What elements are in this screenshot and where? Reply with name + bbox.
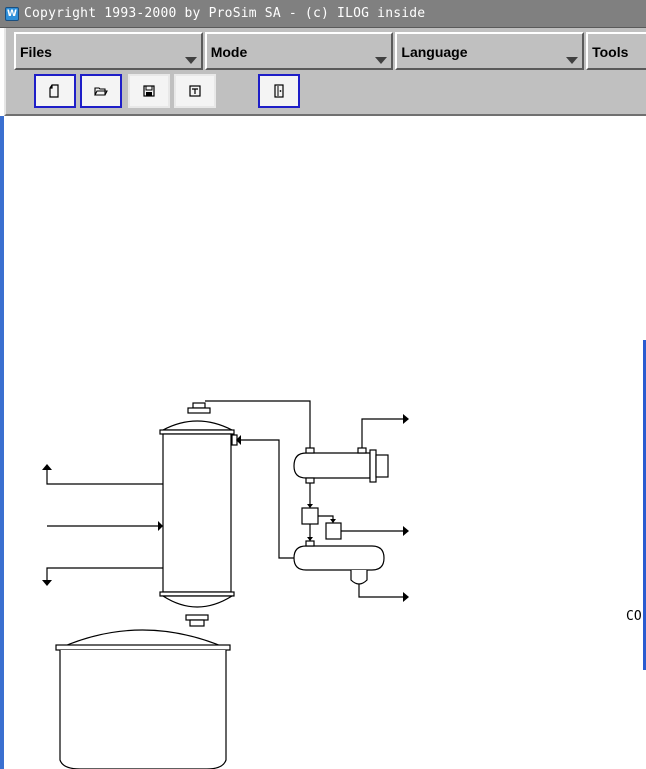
toolbar bbox=[6, 72, 646, 112]
left-window-edge bbox=[0, 116, 4, 769]
condenser[interactable] bbox=[293, 447, 389, 484]
dropdown-arrow-icon bbox=[566, 57, 579, 64]
window-title: Copyright 1993-2000 by ProSim SA - (c) I… bbox=[24, 6, 426, 21]
mode-menu[interactable]: Mode bbox=[204, 32, 394, 70]
language-menu-label: Language bbox=[401, 44, 468, 60]
tools-menu[interactable]: Tools bbox=[586, 32, 646, 70]
reboiler-tank[interactable] bbox=[55, 629, 231, 769]
controller-box[interactable] bbox=[301, 507, 319, 525]
tools-menu-label: Tools bbox=[592, 44, 629, 60]
reflux-drum[interactable] bbox=[293, 540, 385, 585]
new-document-icon bbox=[49, 84, 59, 98]
mode-menu-label: Mode bbox=[210, 44, 248, 60]
open-folder-button[interactable] bbox=[80, 74, 122, 108]
menubar: Files Mode Language Tools bbox=[14, 32, 646, 70]
dropdown-arrow-icon bbox=[184, 57, 197, 64]
new-document-button[interactable] bbox=[34, 74, 76, 108]
controller-box[interactable] bbox=[325, 522, 342, 540]
arrow-heads bbox=[42, 414, 409, 602]
menu-toolbar-panel: Files Mode Language Tools bbox=[4, 28, 646, 116]
print-button[interactable] bbox=[174, 74, 216, 108]
exit-door-icon bbox=[274, 84, 284, 98]
window-title-bar: W Copyright 1993-2000 by ProSim SA - (c)… bbox=[0, 0, 646, 28]
distillation-column[interactable] bbox=[159, 402, 235, 627]
save-icon bbox=[143, 85, 155, 97]
print-icon bbox=[189, 85, 201, 97]
open-folder-icon bbox=[94, 87, 108, 96]
files-menu[interactable]: Files bbox=[14, 32, 203, 70]
app-logo-icon[interactable]: W bbox=[5, 6, 19, 21]
language-menu[interactable]: Language bbox=[395, 32, 585, 70]
dropdown-arrow-icon bbox=[375, 57, 388, 64]
save-button[interactable] bbox=[128, 74, 170, 108]
right-panel-edge bbox=[643, 340, 646, 670]
partial-label: CO bbox=[626, 609, 642, 624]
files-menu-label: Files bbox=[20, 44, 52, 60]
exit-button[interactable] bbox=[258, 74, 300, 108]
